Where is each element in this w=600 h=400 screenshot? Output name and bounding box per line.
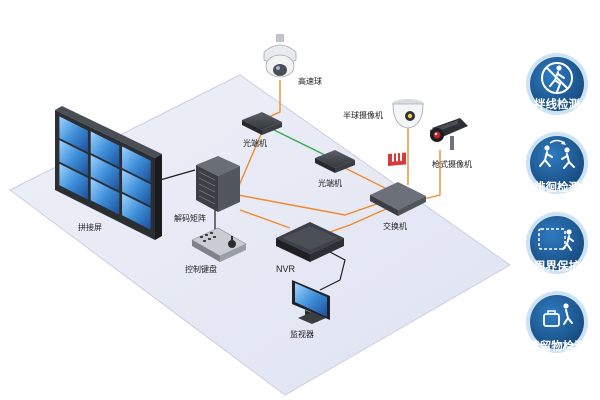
bullet-to-switch-line [419,150,441,201]
feature-title-tripwire: 拌线检测 [534,97,580,111]
feature-badge-perimeter: 周界保护 [526,212,588,274]
matrix-to-transceiver-line [237,131,263,189]
feature-badge-tripwire: 拌线检测 [526,53,588,115]
optical-transceiver-1 [242,112,282,135]
tripwire-detection-icon [541,62,573,94]
video-wall-tile [90,178,120,215]
matrix-to-switch-line [237,194,389,216]
video-wall-tile [90,155,120,191]
nvr-to-matrix-line [239,209,291,229]
ptz-dome-camera [263,34,297,78]
feature-title-perimeter: 周界保护 [534,259,580,273]
network-switch [370,152,426,216]
loitering-detection-icon [539,139,575,169]
half-ball-camera [392,99,424,129]
label-decoder-matrix: 解码矩阵 [174,213,206,223]
nvr-to-monitor-line [319,251,346,291]
label-optical-transceiver-2: 光端机 [318,178,342,188]
transceiver-to-switch-line [344,167,386,189]
label-video-wall: 拼接屏 [78,222,102,232]
label-half-ball-camera: 半球摄像机 [343,110,383,120]
device-labels: 高速球 半球摄像机 枪式摄像机 光端机 光端机 交换机 拼接屏 解码矩阵 控制键… [78,76,472,339]
video-wall-tile [122,146,151,183]
feature-badge-abandoned-object: 遗留物检测 [526,291,588,353]
feature-title-abandoned-object: 遗留物检测 [527,339,586,353]
label-switch: 交换机 [383,221,407,231]
label-optical-transceiver-1: 光端机 [243,138,267,148]
video-wall-tile [59,163,88,200]
video-wall [55,106,162,240]
abandoned-object-detection-icon [543,303,573,327]
video-wall-tile [59,140,88,176]
label-nvr: NVR [276,264,296,274]
control-keyboard [191,227,247,262]
video-wall-tile [59,116,88,153]
bullet-camera [430,118,468,150]
monitor [292,280,330,324]
feature-badges: 拌线检测 徘徊检测 周界保护 [526,53,588,353]
nvr-to-switch-line [329,204,396,233]
label-dome-camera: 高速球 [298,76,322,86]
video-wall-tile [90,131,120,168]
feature-badge-loitering: 徘徊检测 [526,132,588,194]
nvr-device [276,222,344,262]
decoder-matrix [196,156,240,212]
video-wall-tile [122,170,151,206]
label-monitor: 监视器 [290,329,314,339]
perimeter-protection-icon [538,228,574,251]
label-control-keyboard: 控制键盘 [185,264,217,274]
label-bullet-camera: 枪式摄像机 [432,159,472,169]
optical-transceiver-2 [315,150,355,173]
feature-title-loitering: 徘徊检测 [534,180,580,194]
video-wall-tile [122,193,151,230]
